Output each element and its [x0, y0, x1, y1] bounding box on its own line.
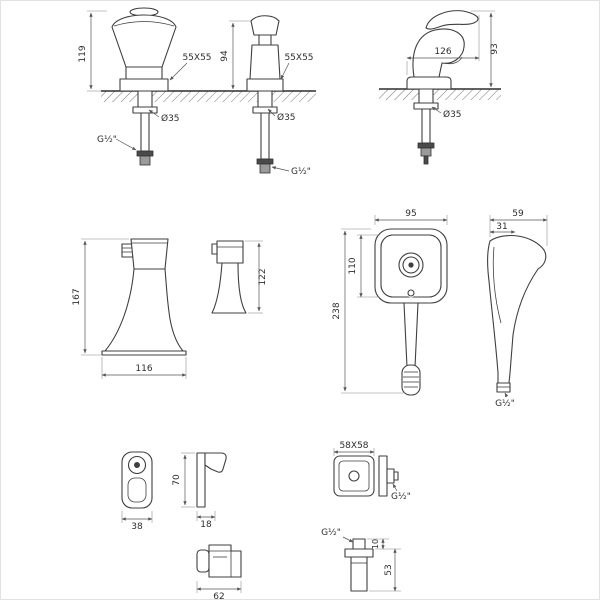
view-handshower-front: 95 110 238 — [332, 209, 448, 396]
dim-label-escutcheon-size: 58X58 — [339, 441, 368, 451]
dim-label-bracket-width: 38 — [131, 522, 143, 532]
view-tub-spout-front: 167 116 — [72, 238, 187, 379]
view-escutcheon-front-side: 58X58 G½" — [333, 441, 411, 502]
dim-label-shower-thread: G½" — [495, 399, 515, 409]
dim-label-shower-width: 95 — [405, 209, 416, 219]
dim-label-shower-depth: 59 — [512, 209, 524, 219]
dim-label-outlet-tube: 10 — [371, 539, 380, 549]
view-handshower-side: 59 31 G½" — [487, 209, 548, 409]
view-bracket-front: 38 — [121, 451, 153, 532]
dim-label-tubspout-height: 167 — [72, 288, 82, 305]
view-bracket-side: 70 18 — [172, 452, 227, 530]
dim-label-mixer-width: 126 — [434, 47, 451, 57]
dim-label-mixer-height: 93 — [490, 43, 500, 54]
dim-label-tubspout-width: 116 — [135, 364, 152, 374]
view-wall-outlet: G½" 10 53 — [321, 528, 401, 592]
dim-label-valve-hole: Ø35 — [277, 112, 296, 123]
dim-label-tubspout-side-height: 122 — [258, 268, 268, 285]
dim-label-valve-thread: G½" — [291, 167, 311, 177]
dim-label-outlet-thread: G½" — [321, 528, 341, 538]
dim-label-slider-width: 62 — [213, 592, 224, 601]
dim-label-shower-length: 238 — [332, 302, 342, 319]
dim-label-escutcheon-thread: G½" — [391, 492, 411, 502]
view-basin-spout-front: 119 55X55 Ø35 G½" — [78, 7, 212, 166]
view-basin-valve-front: 94 55X55 Ø35 G½" — [220, 15, 314, 177]
deck-section-left — [101, 90, 316, 102]
dim-label-shower-thickness: 31 — [496, 222, 507, 232]
dim-label-mixer-hole: Ø35 — [443, 109, 462, 120]
view-basin-mixer-front: 126 93 Ø35 — [406, 10, 500, 165]
dim-label-spout-thread: G½" — [97, 135, 117, 145]
dim-label-bracket-depth: 18 — [200, 520, 212, 530]
dim-label-spout-size: 55X55 — [182, 53, 211, 63]
dim-label-valve-height: 94 — [220, 50, 230, 62]
dim-label-valve-size: 55X55 — [284, 53, 313, 63]
view-tub-spout-side: 122 — [211, 240, 268, 314]
dim-label-spout-hole: Ø35 — [161, 113, 180, 124]
dim-label-shower-face: 110 — [348, 257, 358, 274]
view-slider-bracket: 62 — [196, 544, 242, 601]
dim-label-bracket-height: 70 — [172, 474, 182, 486]
dim-label-outlet-height: 53 — [384, 564, 394, 575]
deck-section-right — [379, 88, 501, 100]
dim-label-spout-height: 119 — [78, 45, 88, 62]
